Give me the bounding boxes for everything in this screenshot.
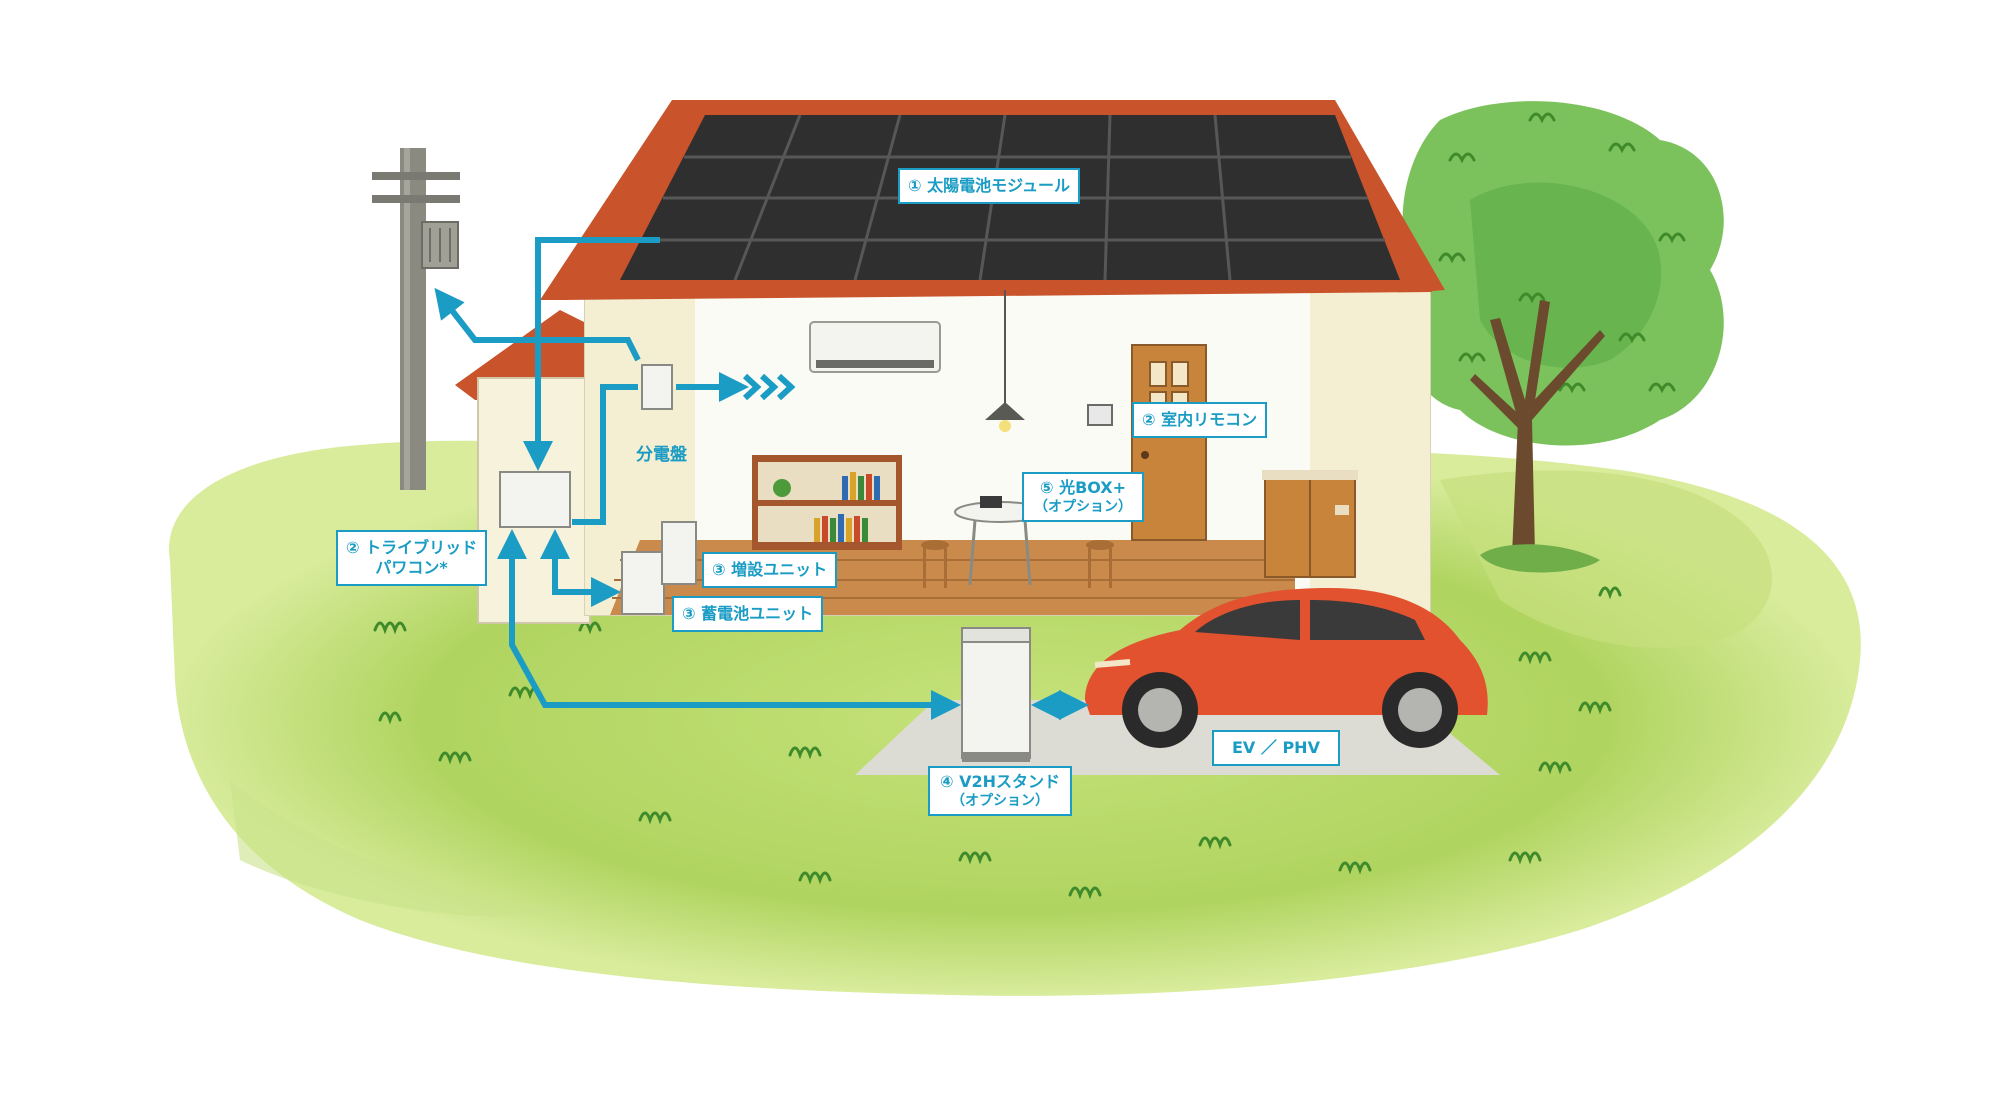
power-flow-arrows bbox=[434, 237, 1089, 720]
arrow-solar-to-pcs bbox=[523, 237, 660, 471]
electric-car bbox=[1085, 588, 1488, 748]
label-v2h-line1: ④ V2Hスタンド bbox=[940, 772, 1061, 791]
chevron-arrows-icon bbox=[742, 373, 796, 401]
label-distribution-board: 分電盤 bbox=[636, 445, 687, 465]
label-battery-unit: ③ 蓄電池ユニット bbox=[672, 596, 824, 632]
label-v2h-line2: （オプション） bbox=[951, 793, 1050, 809]
arrow-pcs-to-v2h bbox=[497, 529, 961, 720]
label-expansion-unit: ③ 増設ユニット bbox=[702, 552, 838, 588]
tree bbox=[1402, 101, 1724, 573]
label-tribrid-line2: パワコン* bbox=[375, 558, 448, 577]
utility-pole bbox=[372, 148, 460, 490]
arrow-pcs-to-board bbox=[572, 384, 638, 525]
distribution-board-unit bbox=[641, 364, 673, 410]
v2h-stand-unit bbox=[961, 627, 1031, 762]
indoor-remote-unit bbox=[1087, 404, 1113, 426]
label-indoor-remote: ② 室内リモコン bbox=[1132, 402, 1268, 438]
bookshelf bbox=[752, 455, 902, 550]
tribrid-power-conditioner-unit bbox=[499, 471, 571, 528]
label-tribrid-power-conditioner: ② トライブリッド パワコン* bbox=[336, 530, 488, 586]
label-tribrid-line1: ② トライブリッド bbox=[346, 538, 478, 557]
label-hikari-box-line1: ⑤ 光BOX+ bbox=[1039, 478, 1127, 497]
label-hikari-box: ⑤ 光BOX+ （オプション） bbox=[1022, 472, 1144, 522]
label-hikari-box-line2: （オプション） bbox=[1034, 499, 1132, 515]
label-v2h-stand: ④ V2Hスタンド （オプション） bbox=[928, 766, 1073, 816]
arrow-grid bbox=[434, 287, 641, 362]
kitchen-counter bbox=[1262, 470, 1358, 578]
pendant-lamp bbox=[985, 290, 1025, 432]
label-solar-module: ① 太陽電池モジュール bbox=[898, 168, 1080, 204]
door bbox=[1131, 344, 1207, 541]
air-conditioner bbox=[809, 321, 941, 373]
label-ev-phv: EV ／ PHV bbox=[1212, 730, 1340, 766]
